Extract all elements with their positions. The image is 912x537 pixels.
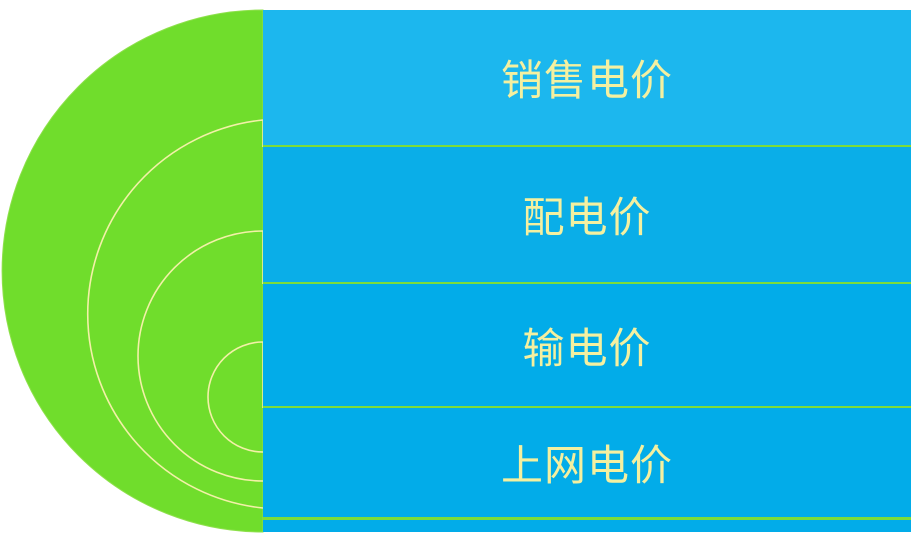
band-grid-price: 上网电价 [263,408,911,519]
band-transmission-price: 输电价 [263,284,911,408]
arc-layer-3 [137,230,264,482]
arc-layer-4 [207,341,264,453]
band-distribution-price: 配电价 [263,147,911,284]
band-bottom-strip [263,519,911,532]
arc-layer-2 [86,119,264,509]
band-sales-price: 销售电价 [263,10,911,147]
band-label-sales-price: 销售电价 [500,56,673,105]
band-label-transmission-price: 输电价 [522,323,652,373]
band-label-distribution-price: 配电价 [522,193,652,242]
outer-semicircle [1,9,264,533]
band-label-grid-price: 上网电价 [500,441,673,490]
